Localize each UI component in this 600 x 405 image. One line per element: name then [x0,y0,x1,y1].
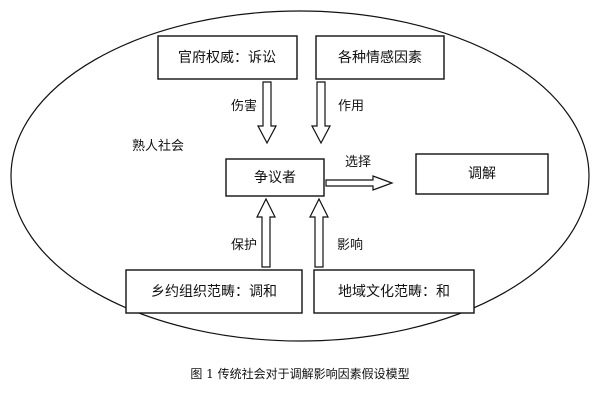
culture-box [313,269,475,314]
disputant-box [225,158,325,197]
protect-label: 保护 [231,238,257,253]
effect-arrow [311,81,331,145]
emotion-box [315,35,445,80]
village-box [125,269,303,314]
influence-arrow [309,197,329,268]
official-box [157,35,298,80]
effect-label: 作用 [338,99,364,114]
choose-label: 选择 [345,155,371,170]
protect-arrow [256,197,276,268]
emotion-label: 各种情感因素 [338,49,422,66]
mediation-label: 调解 [468,166,496,182]
figure-caption: 图 1 传统社会对于调解影响因素假设模型 [190,366,409,381]
region-label: 熟人社会 [132,138,184,154]
harm-label: 伤害 [231,98,257,114]
official-label: 官府权威：诉讼 [178,50,276,66]
society-ellipse [10,10,590,342]
harm-arrow [257,81,277,145]
influence-label: 影响 [337,237,363,253]
culture-label: 地域文化范畴：和 [338,283,450,300]
disputant-label: 争议者 [254,170,296,186]
village-label: 乡约组织范畴：调和 [151,283,277,300]
choose-arrow [325,175,394,191]
mediation-box [415,153,549,195]
